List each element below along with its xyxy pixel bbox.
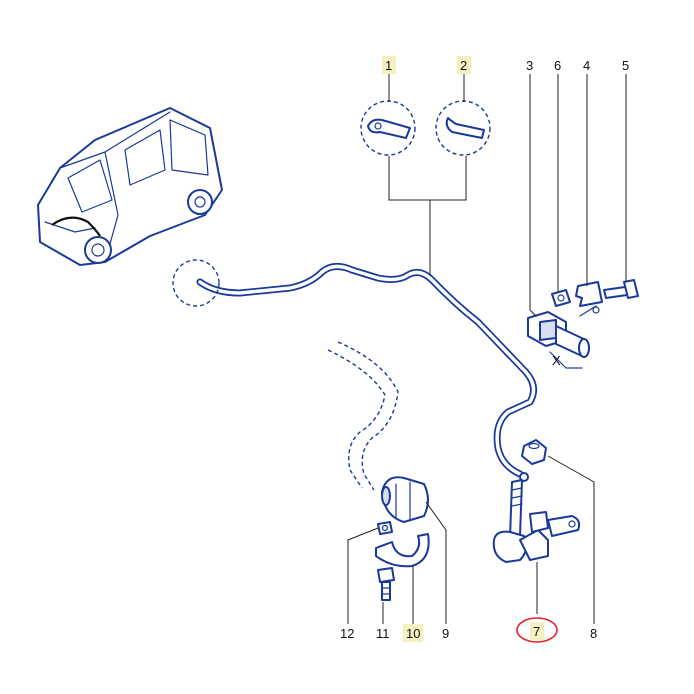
bolt-11: [377, 567, 395, 601]
callout-1[interactable]: 1: [385, 58, 392, 73]
bar-bush-9: [381, 476, 429, 523]
callout-4[interactable]: 4: [583, 58, 590, 73]
callout-5[interactable]: 5: [622, 58, 629, 73]
dashed-component-outline: [327, 341, 399, 491]
drop-link-7: [492, 479, 581, 563]
detail-circle-2: [435, 100, 491, 156]
dimension-x-label: X: [552, 353, 561, 368]
leader-lines: [347, 74, 627, 624]
callout-labels: 1 2 3 6 4 5 12 11 10 9 7 8: [340, 56, 629, 643]
callout-3[interactable]: 3: [526, 58, 533, 73]
nut-12: [377, 521, 393, 535]
selected-part-highlight: [516, 617, 558, 643]
bush-bracket-assembly: [527, 279, 639, 369]
callout-10[interactable]: 10: [406, 626, 420, 641]
callout-11[interactable]: 11: [376, 626, 390, 641]
callout-8[interactable]: 8: [590, 626, 597, 641]
detail-circle-1: [360, 100, 416, 156]
nut-8: [521, 439, 547, 465]
callout-12[interactable]: 12: [340, 626, 354, 641]
vehicle-thumbnail: [37, 107, 223, 266]
stabiliser-bar: [172, 259, 538, 482]
callout-2[interactable]: 2: [460, 58, 467, 73]
callout-6[interactable]: 6: [554, 58, 561, 73]
clamp-10: [375, 533, 430, 568]
callout-7[interactable]: 7: [533, 624, 540, 639]
callout-9[interactable]: 9: [442, 626, 449, 641]
